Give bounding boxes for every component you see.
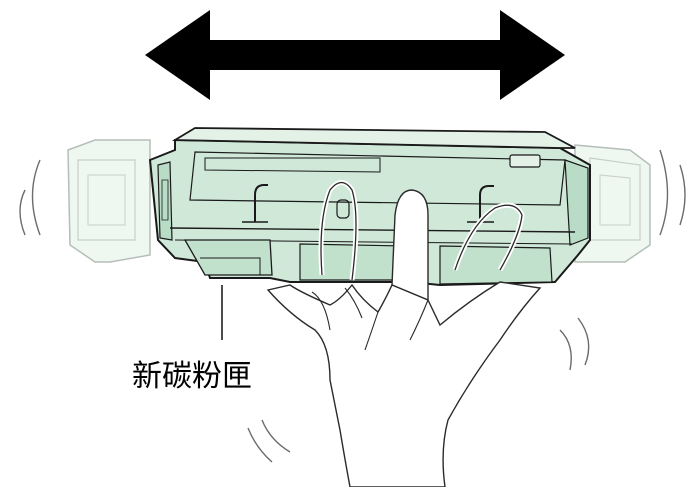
hand-icon bbox=[266, 180, 542, 487]
arrow-body bbox=[145, 10, 565, 100]
cartridge-ghost-right bbox=[574, 144, 651, 263]
cartridge-ghost-left bbox=[67, 139, 151, 263]
toner-cartridge-icon bbox=[148, 127, 591, 287]
motion-lines-icon bbox=[19, 149, 686, 463]
callout: 新碳粉匣 bbox=[132, 285, 252, 394]
double-headed-arrow-icon bbox=[145, 10, 565, 100]
callout-label: 新碳粉匣 bbox=[132, 359, 252, 394]
